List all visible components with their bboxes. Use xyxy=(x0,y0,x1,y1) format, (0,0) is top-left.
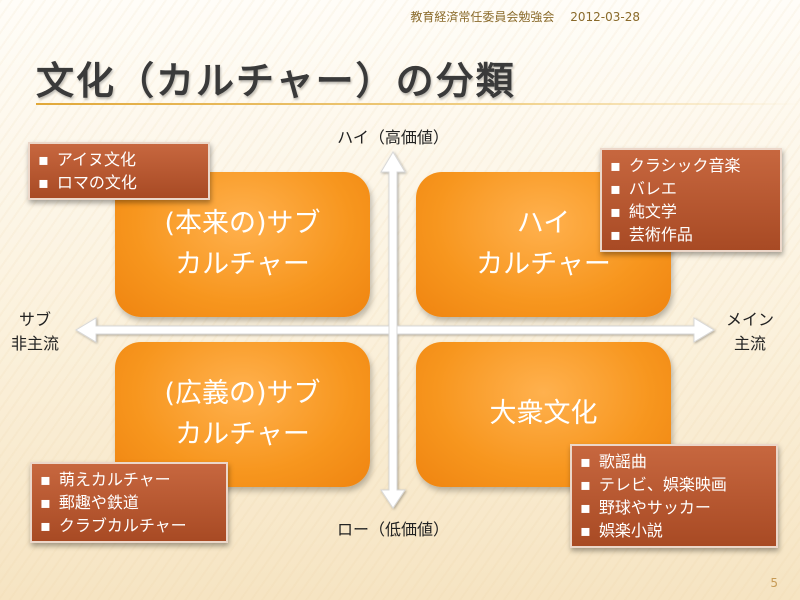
quadrant-top-right-line1: ハイ xyxy=(516,208,571,239)
list-item: 歌謡曲 xyxy=(580,450,768,473)
title-divider xyxy=(36,103,800,105)
quadrant-top-right-line2: カルチャー xyxy=(476,248,611,280)
axis-label-top: ハイ（高価値） xyxy=(337,128,449,147)
list-item: ロマの文化 xyxy=(38,171,200,194)
list-item: 郵趣や鉄道 xyxy=(40,491,218,514)
list-item: 純文学 xyxy=(610,200,772,223)
axis-left-line2: 非主流 xyxy=(10,334,59,353)
list-item: 芸術作品 xyxy=(610,223,772,246)
axis-right-line2: 主流 xyxy=(733,334,766,353)
note-bottom-left: 萌えカルチャー 郵趣や鉄道 クラブカルチャー xyxy=(30,462,228,543)
list-item: 娯楽小説 xyxy=(580,519,768,542)
page-number: 5 xyxy=(770,576,778,590)
page-title: 文化（カルチャー）の分類 xyxy=(36,59,516,103)
axis-left-line1: サブ xyxy=(18,310,51,329)
quadrant-bottom-left-line2: カルチャー xyxy=(175,418,310,450)
list-item: 野球やサッカー xyxy=(580,496,768,519)
quadrant-bottom-left-line1: (広義の)サブ xyxy=(164,378,321,409)
axis-label-left: サブ 非主流 xyxy=(4,306,66,354)
list-item: クラシック音楽 xyxy=(610,154,772,177)
list-item: バレエ xyxy=(610,177,772,200)
quadrant-top-left-line2: カルチャー xyxy=(175,248,310,280)
vertical-axis-arrow xyxy=(380,151,406,509)
header-date: 2012-03-28 xyxy=(570,10,640,24)
note-top-right: クラシック音楽 バレエ 純文学 芸術作品 xyxy=(600,148,782,252)
note-top-left: アイヌ文化 ロマの文化 xyxy=(28,142,210,200)
list-item: クラブカルチャー xyxy=(40,514,218,537)
quadrant-bottom-right-line1: 大衆文化 xyxy=(489,398,598,430)
list-item: テレビ、娯楽映画 xyxy=(580,473,768,496)
axis-right-line1: メイン xyxy=(725,310,774,329)
axis-label-right: メイン 主流 xyxy=(718,306,782,354)
header-info: 教育経済常任委員会勉強会 2012-03-28 xyxy=(0,8,800,25)
note-bottom-right: 歌謡曲 テレビ、娯楽映画 野球やサッカー 娯楽小説 xyxy=(570,444,778,548)
quadrant-top-left-line1: (本来の)サブ xyxy=(164,208,321,239)
axis-label-bottom: ロー（低価値） xyxy=(336,520,449,539)
header-org: 教育経済常任委員会勉強会 xyxy=(410,10,555,24)
list-item: アイヌ文化 xyxy=(38,148,200,171)
list-item: 萌えカルチャー xyxy=(40,468,218,491)
